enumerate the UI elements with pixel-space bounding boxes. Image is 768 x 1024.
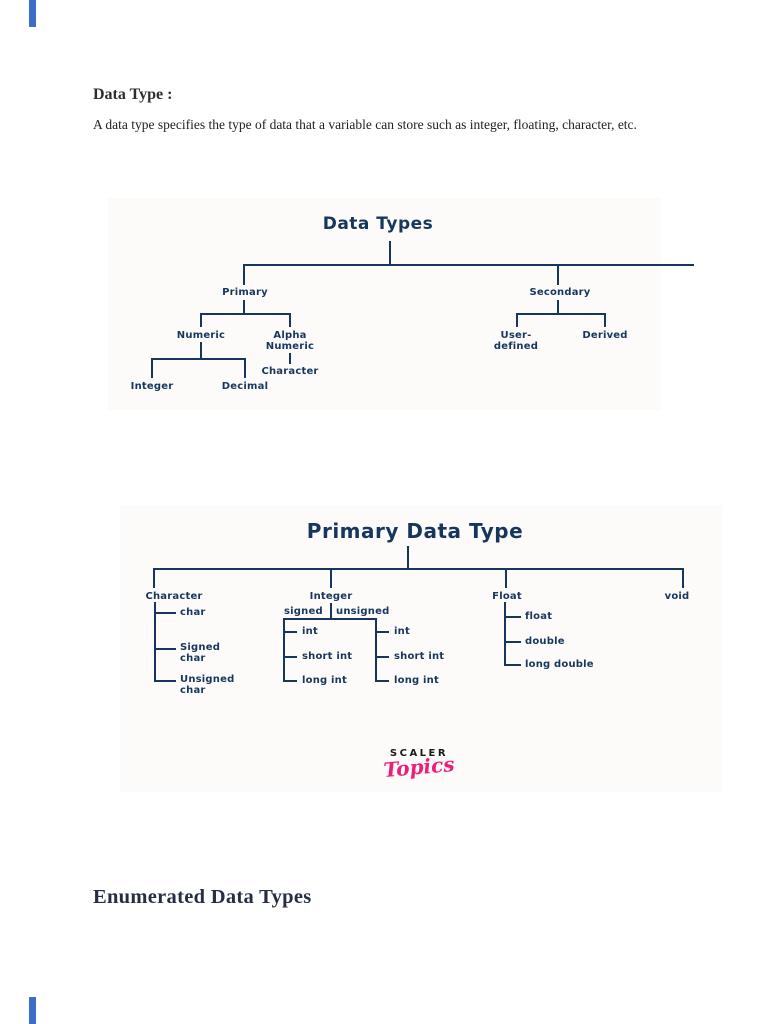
node-signed: signed (284, 606, 323, 617)
connector-line (154, 680, 176, 682)
connector-line (283, 656, 297, 658)
diagram2-title: Primary Data Type (306, 519, 524, 543)
connector-line (200, 313, 202, 327)
node-character: Character (261, 366, 319, 377)
connector-line (200, 313, 291, 315)
node-void: void (664, 591, 690, 602)
node-derived: Derived (582, 330, 628, 341)
node-double: double (525, 636, 565, 647)
node-signed-short-int: short int (302, 651, 353, 662)
node-long-double: long double (525, 659, 594, 670)
connector-line (504, 664, 521, 666)
connector-line (151, 358, 245, 360)
connector-line (283, 680, 297, 682)
node-secondary: Secondary (529, 287, 591, 298)
connector-line (244, 358, 246, 378)
connector-line (557, 300, 559, 313)
connector-line (153, 568, 155, 588)
primary-data-type-diagram: Primary Data Type Character Integer Floa… (120, 505, 722, 792)
connector-line (604, 313, 606, 327)
node-float-child: float (525, 611, 553, 622)
scaler-logo-text: SCALER (389, 748, 449, 759)
diagram1-title: Data Types (322, 214, 434, 234)
node-decimal: Decimal (221, 381, 269, 392)
connector-line (330, 603, 332, 618)
node-unsigned-long-int: long int (394, 675, 439, 686)
node-signed-char: Signed char (180, 642, 221, 664)
node-float: Float (492, 591, 522, 602)
page-edge-marker-bottom (29, 997, 36, 1024)
connector-line (504, 616, 521, 618)
connector-line (375, 618, 377, 682)
connector-line (504, 602, 506, 666)
node-primary: Primary (222, 287, 268, 298)
connector-line (154, 648, 176, 650)
node-user-defined: User-defined (493, 330, 539, 352)
connector-line (682, 568, 684, 588)
node-signed-int: int (302, 626, 318, 637)
node-unsigned-int: int (394, 626, 410, 637)
node-unsigned: unsigned (336, 606, 390, 617)
connector-line (330, 568, 332, 588)
topics-logo-script: Topics (382, 751, 456, 783)
page-edge-marker-top (29, 0, 36, 27)
data-types-diagram: Data Types Primary Secondary Numeric Alp… (108, 198, 694, 410)
connector-line (243, 264, 694, 266)
connector-line (243, 264, 245, 285)
node-unsigned-short-int: short int (394, 651, 445, 662)
connector-line (283, 618, 377, 620)
section-heading-data-type: Data Type : (93, 86, 173, 103)
connector-line (289, 353, 291, 364)
connector-line (504, 641, 521, 643)
node-alpha-numeric: Alpha Numeric (265, 330, 315, 352)
node-character: Character (145, 591, 203, 602)
node-integer: Integer (309, 591, 353, 602)
connector-line (375, 631, 389, 633)
connector-line (283, 618, 285, 682)
connector-line (407, 546, 409, 569)
node-unsigned-char: Unsigned char (180, 674, 235, 696)
body-paragraph: A data type specifies the type of data t… (93, 117, 637, 132)
node-char: char (180, 607, 206, 618)
connector-line (151, 358, 153, 378)
connector-line (557, 264, 559, 285)
node-integer: Integer (130, 381, 174, 392)
connector-line (516, 313, 518, 327)
connector-line (375, 656, 389, 658)
connector-line (389, 241, 391, 265)
connector-line (153, 568, 684, 570)
connector-line (200, 342, 202, 359)
connector-line (243, 300, 245, 313)
section-heading-enumerated: Enumerated Data Types (93, 886, 312, 908)
connector-line (375, 680, 389, 682)
connector-line (154, 602, 156, 682)
connector-line (154, 612, 176, 614)
connector-line (283, 631, 297, 633)
node-signed-long-int: long int (302, 675, 347, 686)
connector-line (516, 313, 605, 315)
connector-line (289, 313, 291, 327)
node-numeric: Numeric (176, 330, 226, 341)
connector-line (505, 568, 507, 588)
